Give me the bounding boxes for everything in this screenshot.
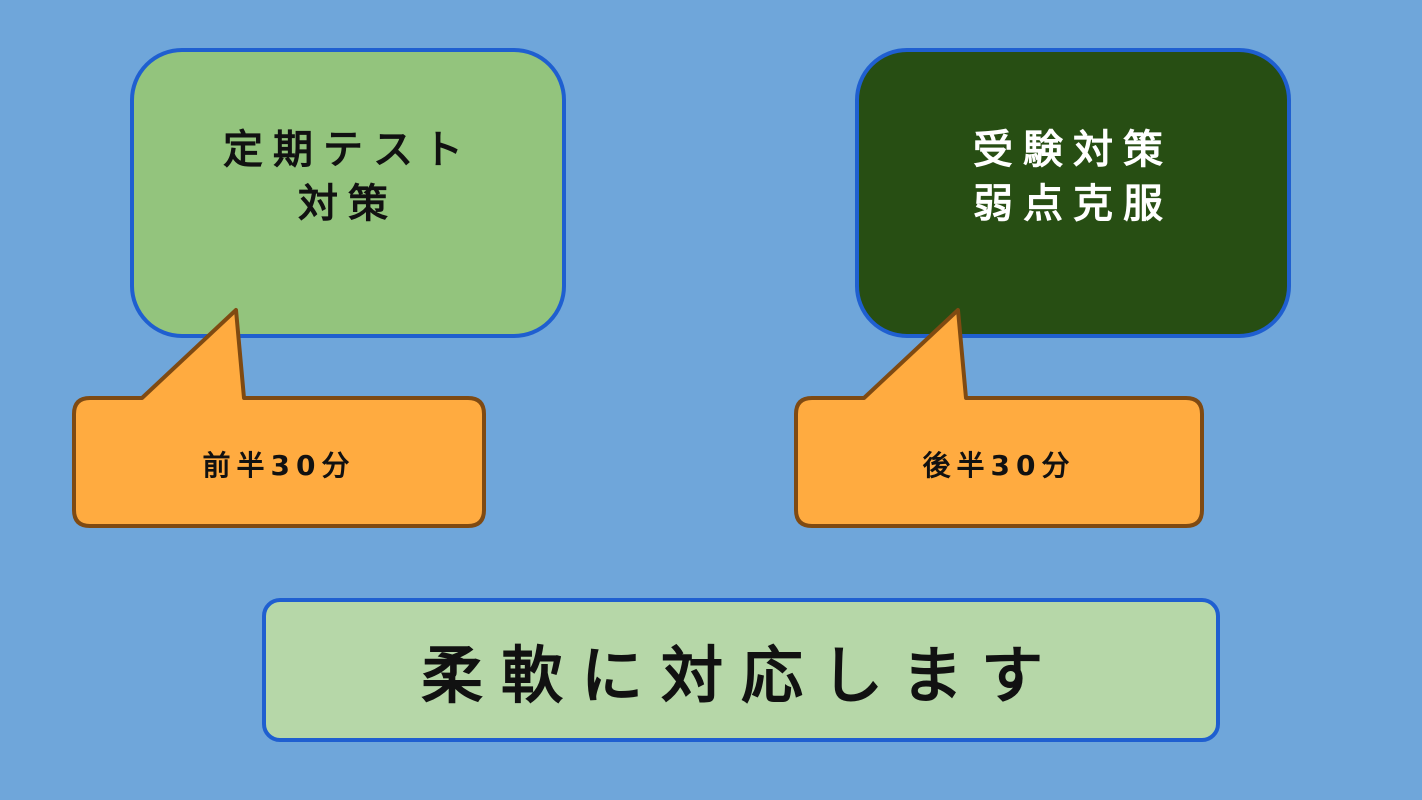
- topic-box-regular-tests: 定期テスト 対策: [130, 48, 566, 338]
- topic-box-exam-prep-line-2: 弱点克服: [973, 181, 1173, 227]
- topic-box-regular-tests-line-2: 対策: [298, 181, 398, 227]
- callout-second-half-shape: [794, 308, 1204, 528]
- topic-box-exam-prep-line-1: 受験対策: [973, 127, 1173, 173]
- flexible-support-banner-label: 柔軟に対応します: [420, 639, 1061, 712]
- flexible-support-banner: 柔軟に対応します: [262, 598, 1220, 742]
- callout-second-half-label: 後半30分: [922, 449, 1076, 482]
- topic-box-regular-tests-line-1: 定期テスト: [223, 127, 473, 173]
- callout-first-half-shape: [72, 308, 486, 528]
- topic-box-exam-prep: 受験対策 弱点克服: [855, 48, 1291, 338]
- callout-first-half-label: 前半30分: [202, 449, 356, 482]
